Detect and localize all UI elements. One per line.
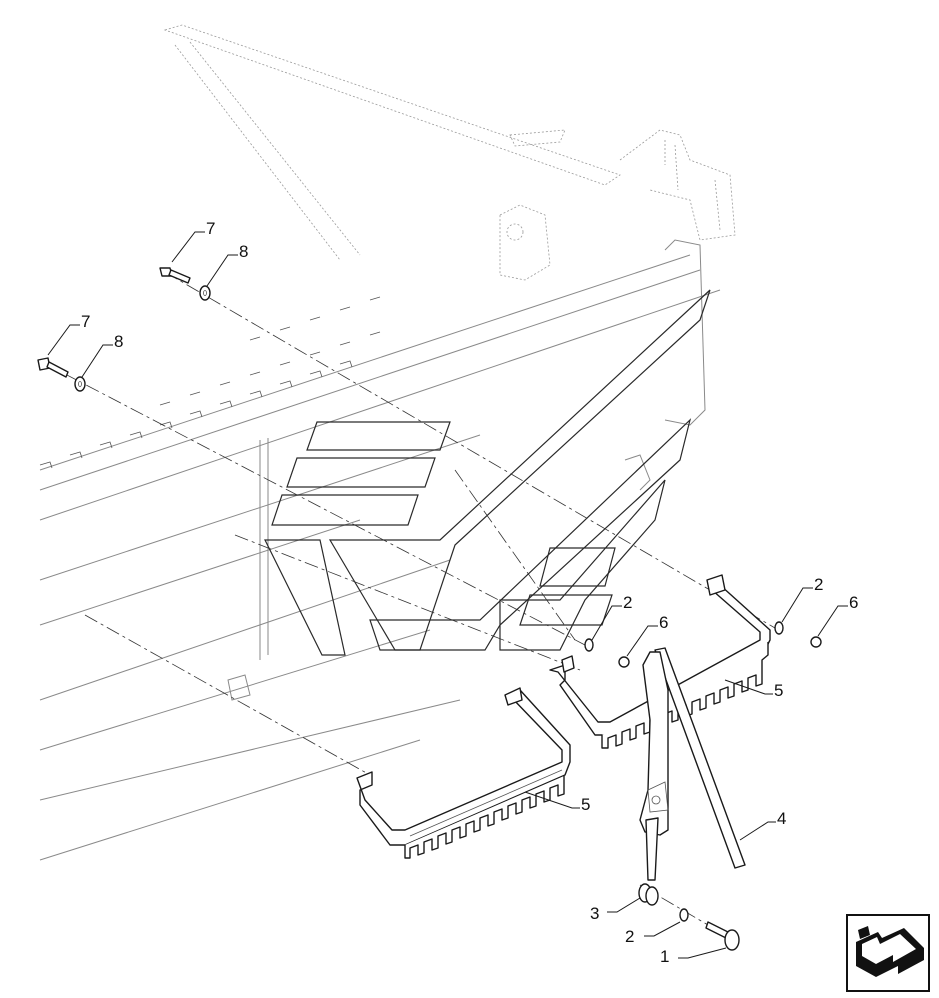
washer-upper xyxy=(199,285,211,301)
callout-label: 3 xyxy=(590,904,599,923)
washer-upper-hole xyxy=(203,290,207,296)
callout-leaders xyxy=(47,231,848,959)
washer-right-upper xyxy=(774,621,784,635)
callout-label: 6 xyxy=(659,613,668,632)
washer-bottom xyxy=(679,908,689,922)
guard-comb-lower xyxy=(356,687,571,859)
washer-right-lower xyxy=(584,638,594,652)
callout-labels: 7 8 7 8 2 6 2 6 5 5 4 3 2 1 xyxy=(81,219,858,966)
callout-label: 2 xyxy=(814,575,823,594)
callout-label: 4 xyxy=(777,809,786,828)
callout-label: 5 xyxy=(581,795,590,814)
washer-lower-hole xyxy=(78,381,82,387)
bolt-bottom xyxy=(705,921,740,951)
brand-watermark-icon xyxy=(264,289,711,656)
callout-label: 8 xyxy=(239,242,248,261)
bolt-lower xyxy=(37,357,69,378)
support-arm xyxy=(639,647,746,881)
callout-label: 5 xyxy=(774,681,783,700)
callout-label: 2 xyxy=(623,593,632,612)
nut-right-upper xyxy=(810,636,822,648)
callout-label: 7 xyxy=(81,312,90,331)
callout-label: 7 xyxy=(206,219,215,238)
bushing xyxy=(638,883,659,906)
callout-label: 6 xyxy=(849,593,858,612)
knife-slots xyxy=(39,296,381,469)
navigation-arrow-icon[interactable] xyxy=(846,914,930,992)
callout-label: 2 xyxy=(625,927,634,946)
callout-label: 1 xyxy=(660,947,669,966)
washer-lower xyxy=(74,376,86,392)
nut-right-lower xyxy=(618,656,630,668)
bolt-upper xyxy=(159,267,191,284)
callout-label: 8 xyxy=(114,332,123,351)
